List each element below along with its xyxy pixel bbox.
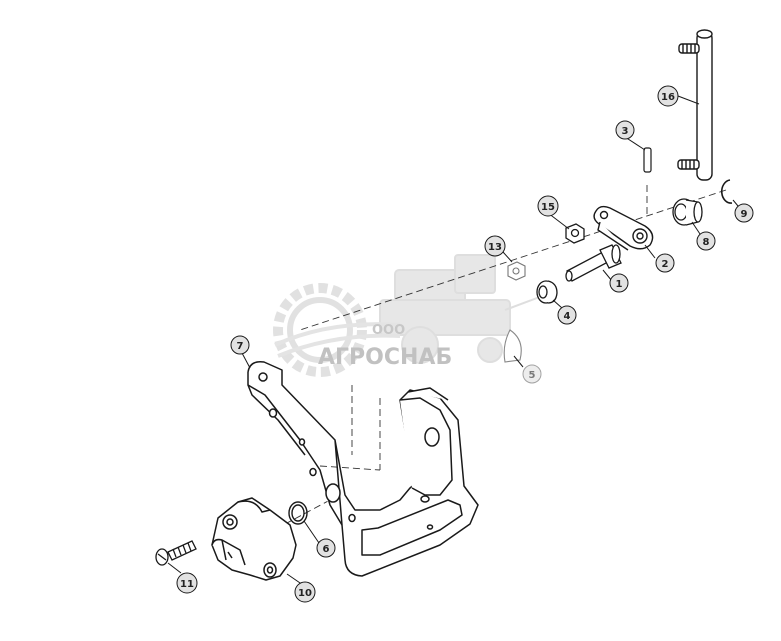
part-13-nut xyxy=(507,261,526,281)
callout-8: 8 xyxy=(696,231,716,251)
callout-10: 10 xyxy=(294,581,316,603)
callout-label: 9 xyxy=(741,209,748,220)
callout-3: 3 xyxy=(615,120,635,140)
watermark-line2: АГРОСНАБ xyxy=(318,345,452,370)
part-3-pin xyxy=(643,147,652,173)
callout-label: 15 xyxy=(541,202,555,213)
callout-label: 13 xyxy=(488,242,502,253)
agrosnab-watermark: ООО АГРОСНАБ xyxy=(273,254,546,377)
callout-6: 6 xyxy=(316,538,336,558)
harvester-logo-icon xyxy=(379,254,546,364)
callout-4: 4 xyxy=(557,305,577,325)
part-8-bushing xyxy=(672,198,703,226)
callout-15: 15 xyxy=(537,195,559,217)
part-16-shaft-rod xyxy=(677,29,713,181)
callout-1: 1 xyxy=(609,273,629,293)
callout-11: 11 xyxy=(176,572,198,594)
part-1-stepped-shaft xyxy=(565,244,622,282)
callout-label: 2 xyxy=(662,259,669,270)
callout-5: 5 xyxy=(522,364,542,384)
callout-7: 7 xyxy=(230,335,250,355)
callout-label: 8 xyxy=(703,237,710,248)
callout-label: 1 xyxy=(616,279,623,290)
callout-label: 7 xyxy=(237,341,244,352)
watermark-swoosh xyxy=(274,322,401,358)
part-7-mounting-bracket xyxy=(247,360,479,577)
callout-label: 6 xyxy=(323,544,330,555)
callout-16: 16 xyxy=(657,85,679,107)
part-9-circlip xyxy=(720,179,733,204)
callout-label: 3 xyxy=(622,126,629,137)
callout-label: 16 xyxy=(661,92,675,103)
callout-label: 11 xyxy=(180,579,194,590)
callout-label: 4 xyxy=(564,311,571,322)
part-2-lever-arm xyxy=(593,205,654,251)
callout-label: 5 xyxy=(529,370,536,381)
callout-9: 9 xyxy=(734,203,754,223)
part-6-o-ring xyxy=(288,501,308,525)
callout-13: 13 xyxy=(484,235,506,257)
part-5-flange xyxy=(503,329,522,363)
part-4-washer xyxy=(536,280,558,304)
gear-logo-icon xyxy=(273,283,367,377)
callout-2: 2 xyxy=(655,253,675,273)
callout-label: 10 xyxy=(298,588,312,599)
watermark-line1: ООО xyxy=(372,323,405,338)
part-11-screw xyxy=(155,540,197,566)
part-15-nut xyxy=(565,223,585,244)
part-10-clamp-block xyxy=(211,497,297,581)
